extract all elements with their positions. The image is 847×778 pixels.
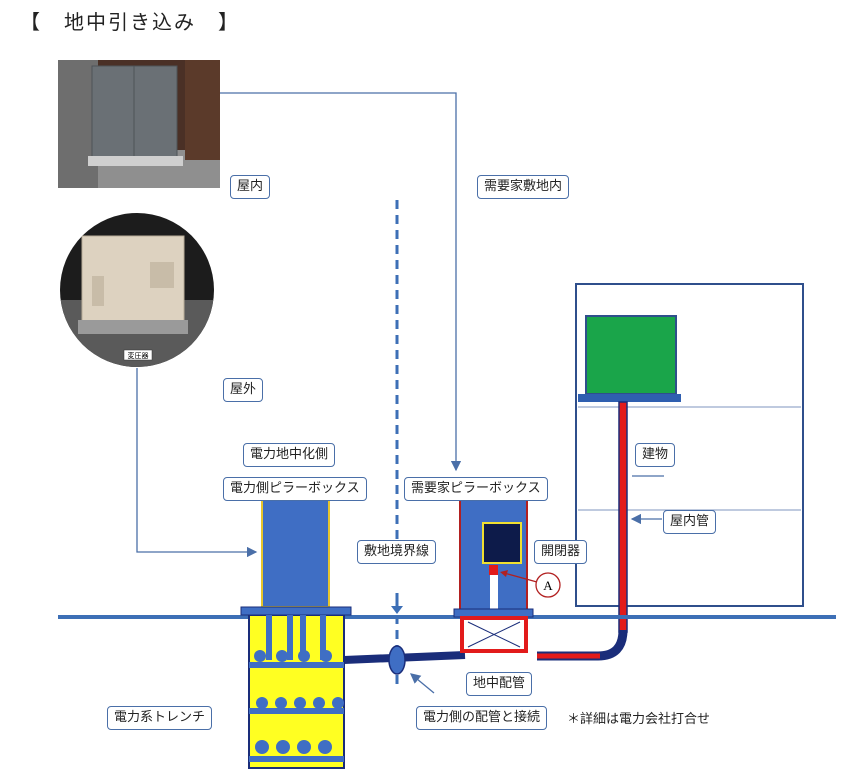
photo-caption-text: 変圧器 [128,351,149,360]
power-trench [240,606,352,769]
label-power-pillar-box: 電力側ピラーボックス [223,477,367,501]
power-pillar-box [261,499,330,608]
label-outdoor: 屋外 [223,378,264,402]
note-text: ＊詳細は電力会社打合せ [567,712,711,727]
label-pipe-connection: 電力側の配管と接続 [416,706,548,730]
label-indoor-pipe: 屋内管 [663,510,717,534]
label-customer-premises: 需要家敷地内 [477,175,570,199]
label-boundary-line: 敷地境界線 [357,540,437,564]
marker-a-circle [535,572,561,598]
marker-a-text: A [543,578,553,593]
pipe-joint [388,645,406,675]
indoor-connector-line [220,92,462,472]
label-power-underground-side: 電力地中化側 [243,443,336,467]
indoor-cabinet-photo [58,60,220,188]
indoor-equipment-box [585,315,677,395]
label-building: 建物 [635,443,676,467]
label-power-trench: 電力系トレンチ [107,706,213,730]
indoor-pipe [618,401,628,633]
switchgear-box [482,522,522,564]
outdoor-transformer-photo [60,213,214,367]
outdoor-connector-line [136,368,258,558]
label-customer-pillar-box: 需要家ピラーボックス [404,477,548,501]
label-switchgear: 開閉器 [534,540,588,564]
label-indoor: 屋内 [230,175,271,199]
page-title: 【 地中引き込み 】 [20,10,240,34]
customer-pillar-box [453,494,534,653]
label-underground-pipe: 地中配管 [466,672,533,696]
